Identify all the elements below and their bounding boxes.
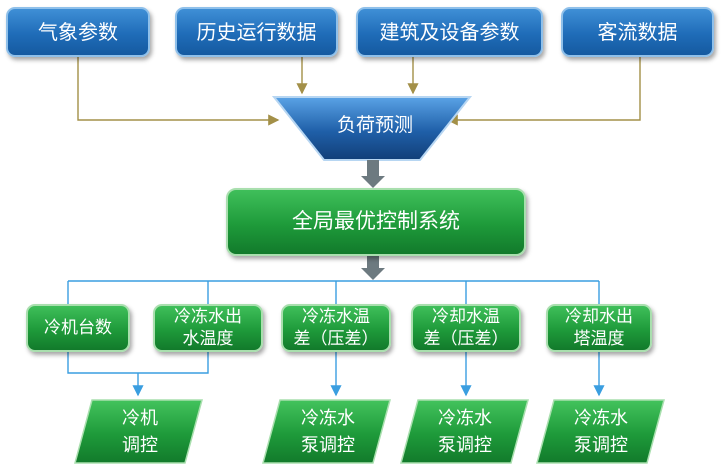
control-label-wrap-2: 冷冻水 泵调控 [268, 402, 388, 462]
param-label-chiller-count: 冷机台数 [44, 317, 112, 338]
param-box-chw-supply-temp: 冷冻水出 水温度 [153, 304, 263, 352]
param-label-cw-tower-temp: 冷却水出 塔温度 [565, 306, 633, 349]
input-connectors [77, 57, 641, 126]
input-box-weather: 气象参数 [6, 7, 150, 57]
control-shape-1 [74, 399, 203, 464]
input-label-building: 建筑及设备参数 [379, 20, 520, 44]
param-box-chiller-count: 冷机台数 [26, 304, 130, 352]
input-label-passenger: 客流数据 [597, 20, 678, 44]
global-control-system-label: 全局最优控制系统 [292, 209, 460, 234]
global-control-system-box: 全局最优控制系统 [226, 188, 526, 256]
input-label-weather: 气象参数 [38, 20, 118, 44]
param-label-chw-supply-temp: 冷冻水出 水温度 [174, 306, 242, 349]
load-forecast-label-wrap: 负荷预测 [300, 110, 450, 140]
connector-passenger [446, 57, 641, 126]
param-box-chw-delta: 冷冻水温 差（压差） [281, 304, 391, 352]
control-label-pump-2: 冷冻水 泵调控 [438, 408, 492, 456]
control-shape-4 [536, 399, 665, 464]
control-label-wrap-1: 冷机 调控 [80, 402, 200, 462]
control-label-pump-1: 冷冻水 泵调控 [301, 408, 355, 456]
input-box-history: 历史运行数据 [175, 7, 338, 57]
param-to-control-connectors [67, 352, 605, 397]
control-label-wrap-3: 冷冻水 泵调控 [405, 402, 525, 462]
arrow-funnel-to-central [361, 160, 385, 188]
input-box-building: 建筑及设备参数 [356, 7, 543, 57]
input-box-passenger: 客流数据 [561, 7, 714, 57]
control-shape-2 [262, 399, 391, 464]
param-box-cw-delta: 冷却水温 差（压差） [411, 304, 521, 352]
merge-chiller [67, 352, 209, 374]
branch-bus [67, 280, 600, 304]
param-box-cw-tower-temp: 冷却水出 塔温度 [546, 304, 652, 352]
control-label-chiller: 冷机 调控 [122, 408, 158, 456]
load-forecast-funnel [271, 96, 473, 161]
connector-weather [77, 57, 280, 126]
input-label-history: 历史运行数据 [196, 20, 317, 44]
param-label-cw-delta: 冷却水温 差（压差） [423, 306, 509, 349]
param-label-chw-delta: 冷冻水温 差（压差） [293, 306, 379, 349]
arrow-central-to-branches [361, 256, 385, 280]
control-shape-3 [400, 399, 529, 464]
control-label-wrap-4: 冷冻水 泵调控 [541, 402, 661, 462]
control-label-pump-3: 冷冻水 泵调控 [574, 408, 628, 456]
load-forecast-label: 负荷预测 [336, 113, 413, 136]
